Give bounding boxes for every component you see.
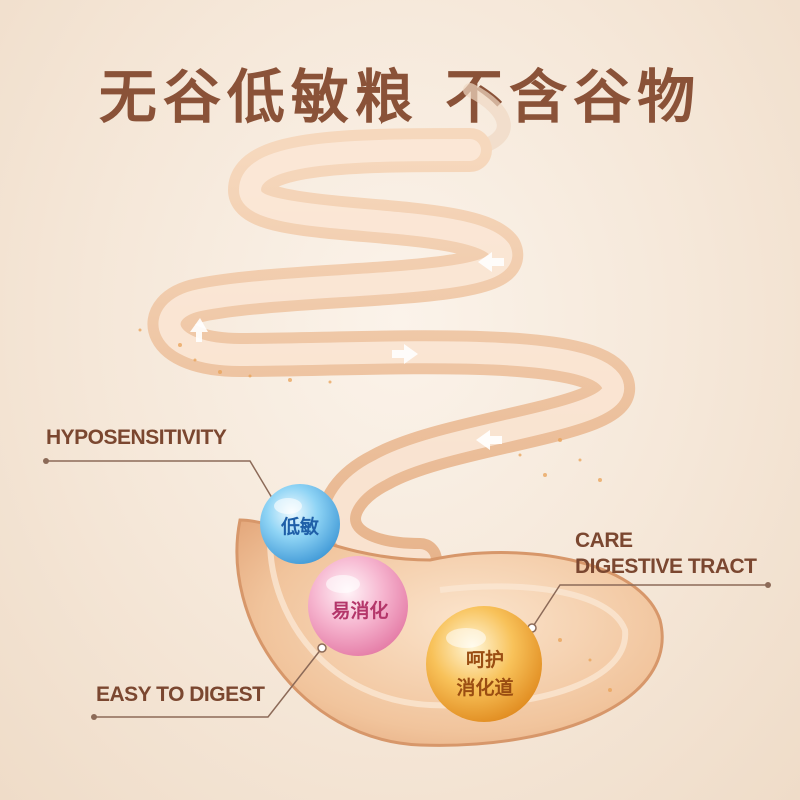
easy-connector-dot [91,714,97,720]
hypo-connector-dot [43,458,49,464]
page-title: 无谷低敏粮 不含谷物 [98,63,702,131]
care-digestive-orb-text: 呵护 消化道 [430,646,540,702]
care-orb-line1: 呵护 [465,649,504,671]
easy-digest-orb-text: 易消化 [331,600,389,622]
sparkle-dust [138,328,612,692]
care-label-line1: CARE [575,529,633,552]
care-connector-dot [765,582,771,588]
hyposensitivity-orb-text: 低敏 [280,516,319,538]
care-label-line2: DIGESTIVE TRACT [575,555,757,578]
pink-orb-anchor [317,643,327,653]
care-orb-line2: 消化道 [456,677,514,699]
hyposensitivity-label: HYPOSENSITIVITY [46,426,227,449]
callout-connectors [46,460,768,718]
flow-arrows [190,252,504,450]
care-digestive-tract-label: CARE DIGESTIVE TRACT [575,528,757,580]
easy-to-digest-label: EASY TO DIGEST [96,683,265,706]
